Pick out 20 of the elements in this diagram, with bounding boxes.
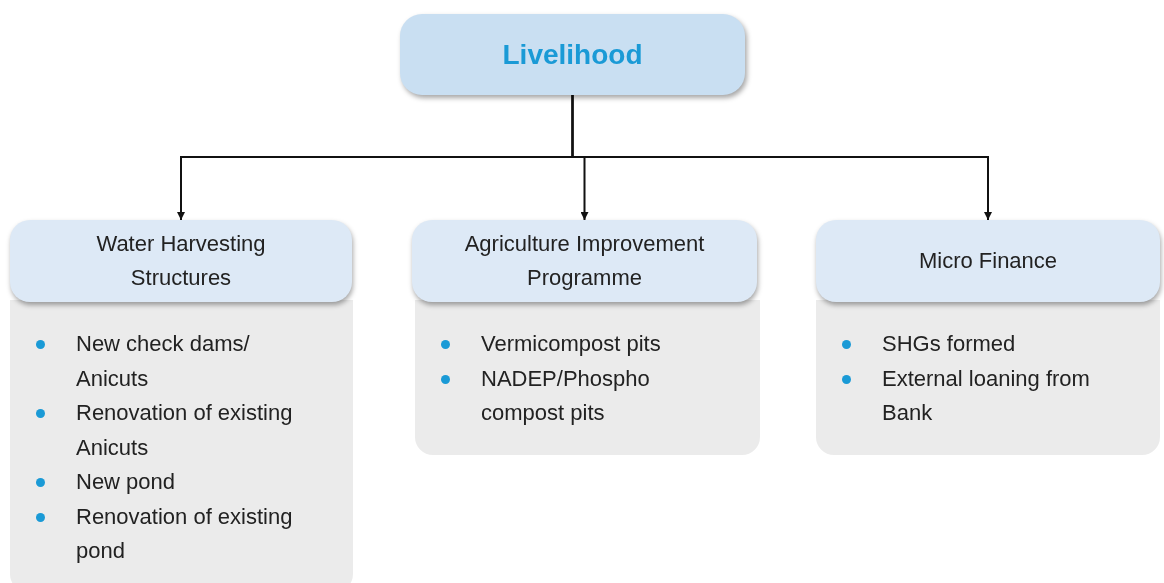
bullet-item: Renovation of existing Anicuts (30, 396, 313, 465)
category-box (412, 220, 757, 302)
bullet-panel (10, 300, 353, 583)
bullet-item: Vermicompost pits (435, 327, 720, 362)
title-box (400, 14, 745, 95)
bullet-item: New check dams/ Anicuts (30, 327, 313, 396)
bullet-item: SHGs formed (836, 327, 1120, 362)
category-title: Micro Finance (918, 247, 1058, 275)
bullet-panel (415, 300, 760, 455)
category-title: Agriculture Improvement Programme (463, 230, 706, 292)
category-box (10, 220, 352, 302)
arrow (571, 94, 992, 221)
category-box (816, 220, 1160, 302)
bullet-item: New pond (30, 465, 313, 500)
title-text: Livelihood (502, 38, 643, 71)
bullet-panel (816, 300, 1160, 455)
bullet-item: NADEP/Phospho compost pits (435, 361, 720, 431)
bullet-item: External loaning from Bank (836, 361, 1120, 431)
bullet-item: Renovation of existing pond (30, 499, 313, 569)
category-title: Water Harvesting Structures (95, 230, 267, 292)
